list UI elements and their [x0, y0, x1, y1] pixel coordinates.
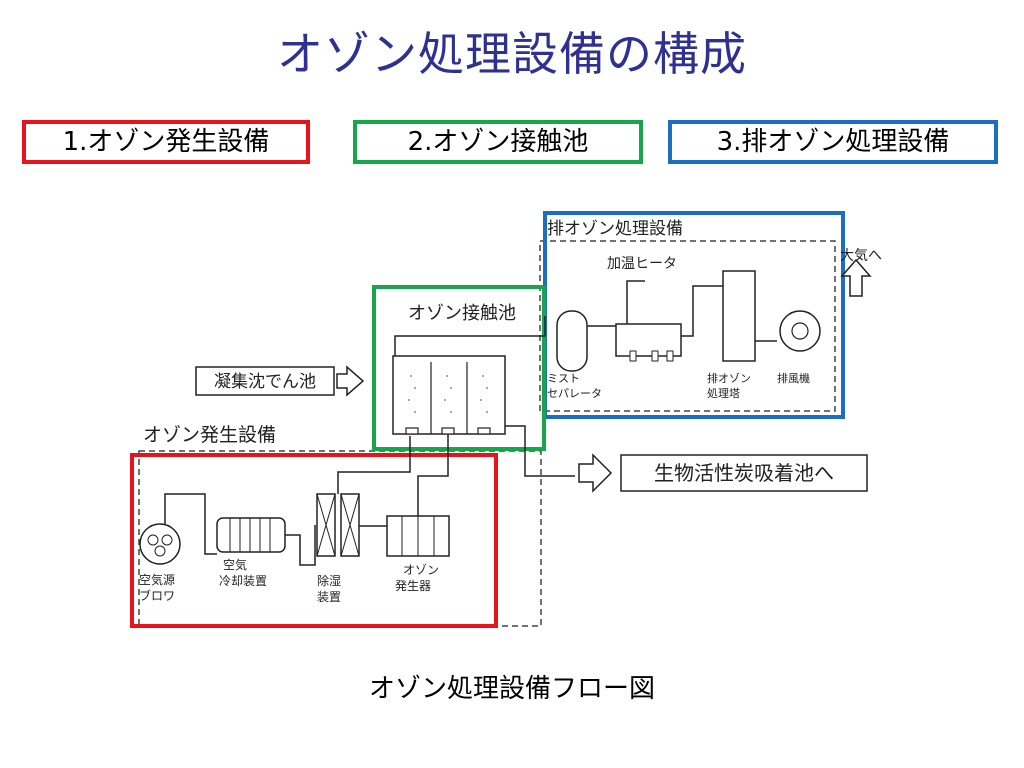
exhaust-fan-icon — [779, 310, 821, 352]
generation-section-label: オゾン発生設備 — [143, 424, 276, 446]
ozone-generator-label-2: 発生器 — [395, 579, 431, 593]
dehumidifier-label-1: 除湿 — [317, 573, 341, 588]
contact-tank — [392, 355, 506, 435]
component-box-ozone-generation: 1.オゾン発生設備 — [22, 120, 310, 164]
to-atmosphere-arrow-icon — [840, 258, 872, 297]
inflow-label: 凝集沈でん池 — [214, 372, 316, 392]
exhaust-tower-label-1: 排オゾン — [707, 371, 751, 385]
exhaust-fan-icon — [791, 322, 809, 340]
to-atmosphere-label: 大気へ — [840, 248, 882, 264]
mist-separator — [556, 310, 588, 372]
air-blower-icon — [154, 545, 166, 557]
dehumidifier-pipe — [285, 525, 316, 566]
air-cooler — [216, 517, 286, 553]
outflow-box — [620, 454, 868, 492]
exhaust-tower — [722, 270, 756, 362]
mist-separator-label-1: ミスト — [547, 372, 580, 385]
ozone-feed-pipe — [417, 434, 449, 516]
dehumidifier-cross — [316, 493, 360, 557]
air-cooler-label-2: 冷却装置 — [219, 574, 267, 588]
air-cooler-fins — [229, 518, 271, 552]
exhaust-section-label: 排オゾン処理設備 — [547, 219, 683, 239]
tank-bubbles — [408, 375, 488, 413]
mist-separator-label-2: セパレータ — [547, 387, 602, 400]
generation-dashed-outline — [138, 450, 542, 627]
outflow-pipe — [505, 425, 575, 477]
heater-label: 加温ヒータ — [607, 256, 677, 272]
heater-pipe — [587, 280, 645, 327]
diagram-caption: オゾン処理設備フロー図 — [368, 674, 655, 704]
contact-section-frame — [372, 285, 546, 451]
flow-diagram: 排オゾン処理設備 加温ヒータ 大気へ オゾン接触池 オゾン発生設備 凝集沈でん池… — [95, 196, 915, 656]
air-blower-icon — [147, 534, 159, 546]
heater — [615, 323, 682, 357]
component-box-exhaust-treatment: 3.排オゾン処理設備 — [668, 120, 998, 164]
inflow-box — [195, 366, 335, 396]
air-blower-label-2: ブロワ — [139, 588, 175, 603]
dehumidifier-label-2: 装置 — [317, 590, 341, 604]
air-blower-icon — [161, 534, 173, 546]
heater-valves — [629, 350, 674, 362]
flow-diagram-svg: 排オゾン処理設備 加温ヒータ 大気へ オゾン接触池 オゾン発生設備 凝集沈でん池… — [130, 211, 882, 628]
inflow-arrow-icon — [336, 365, 365, 397]
component-box-contact-tank: 2.オゾン接触池 — [353, 120, 643, 164]
air-cooler-label-1: 空気 — [223, 557, 247, 572]
page-title: オゾン処理設備の構成 — [277, 27, 747, 81]
tower-pipe — [681, 285, 723, 337]
air-pipe — [164, 493, 217, 555]
ozone-generator-label-1: オゾン — [403, 563, 439, 577]
air-blower-label-1: 空気源 — [139, 572, 175, 587]
offgas-pipe — [394, 316, 546, 356]
outflow-arrow-icon — [578, 453, 613, 493]
generation-section-frame — [130, 453, 498, 628]
outflow-label: 生物活性炭吸着池へ — [654, 461, 834, 485]
contact-tank-label: オゾン接触池 — [408, 303, 516, 324]
exhaust-dashed-outline — [539, 240, 836, 412]
exhaust-tower-label-2: 処理塔 — [707, 387, 740, 400]
air-blower-icon — [139, 523, 181, 565]
ozone-pipe — [337, 436, 411, 494]
ozone-generator-cells — [401, 516, 435, 556]
exhaust-fan-label: 排風機 — [777, 371, 810, 385]
